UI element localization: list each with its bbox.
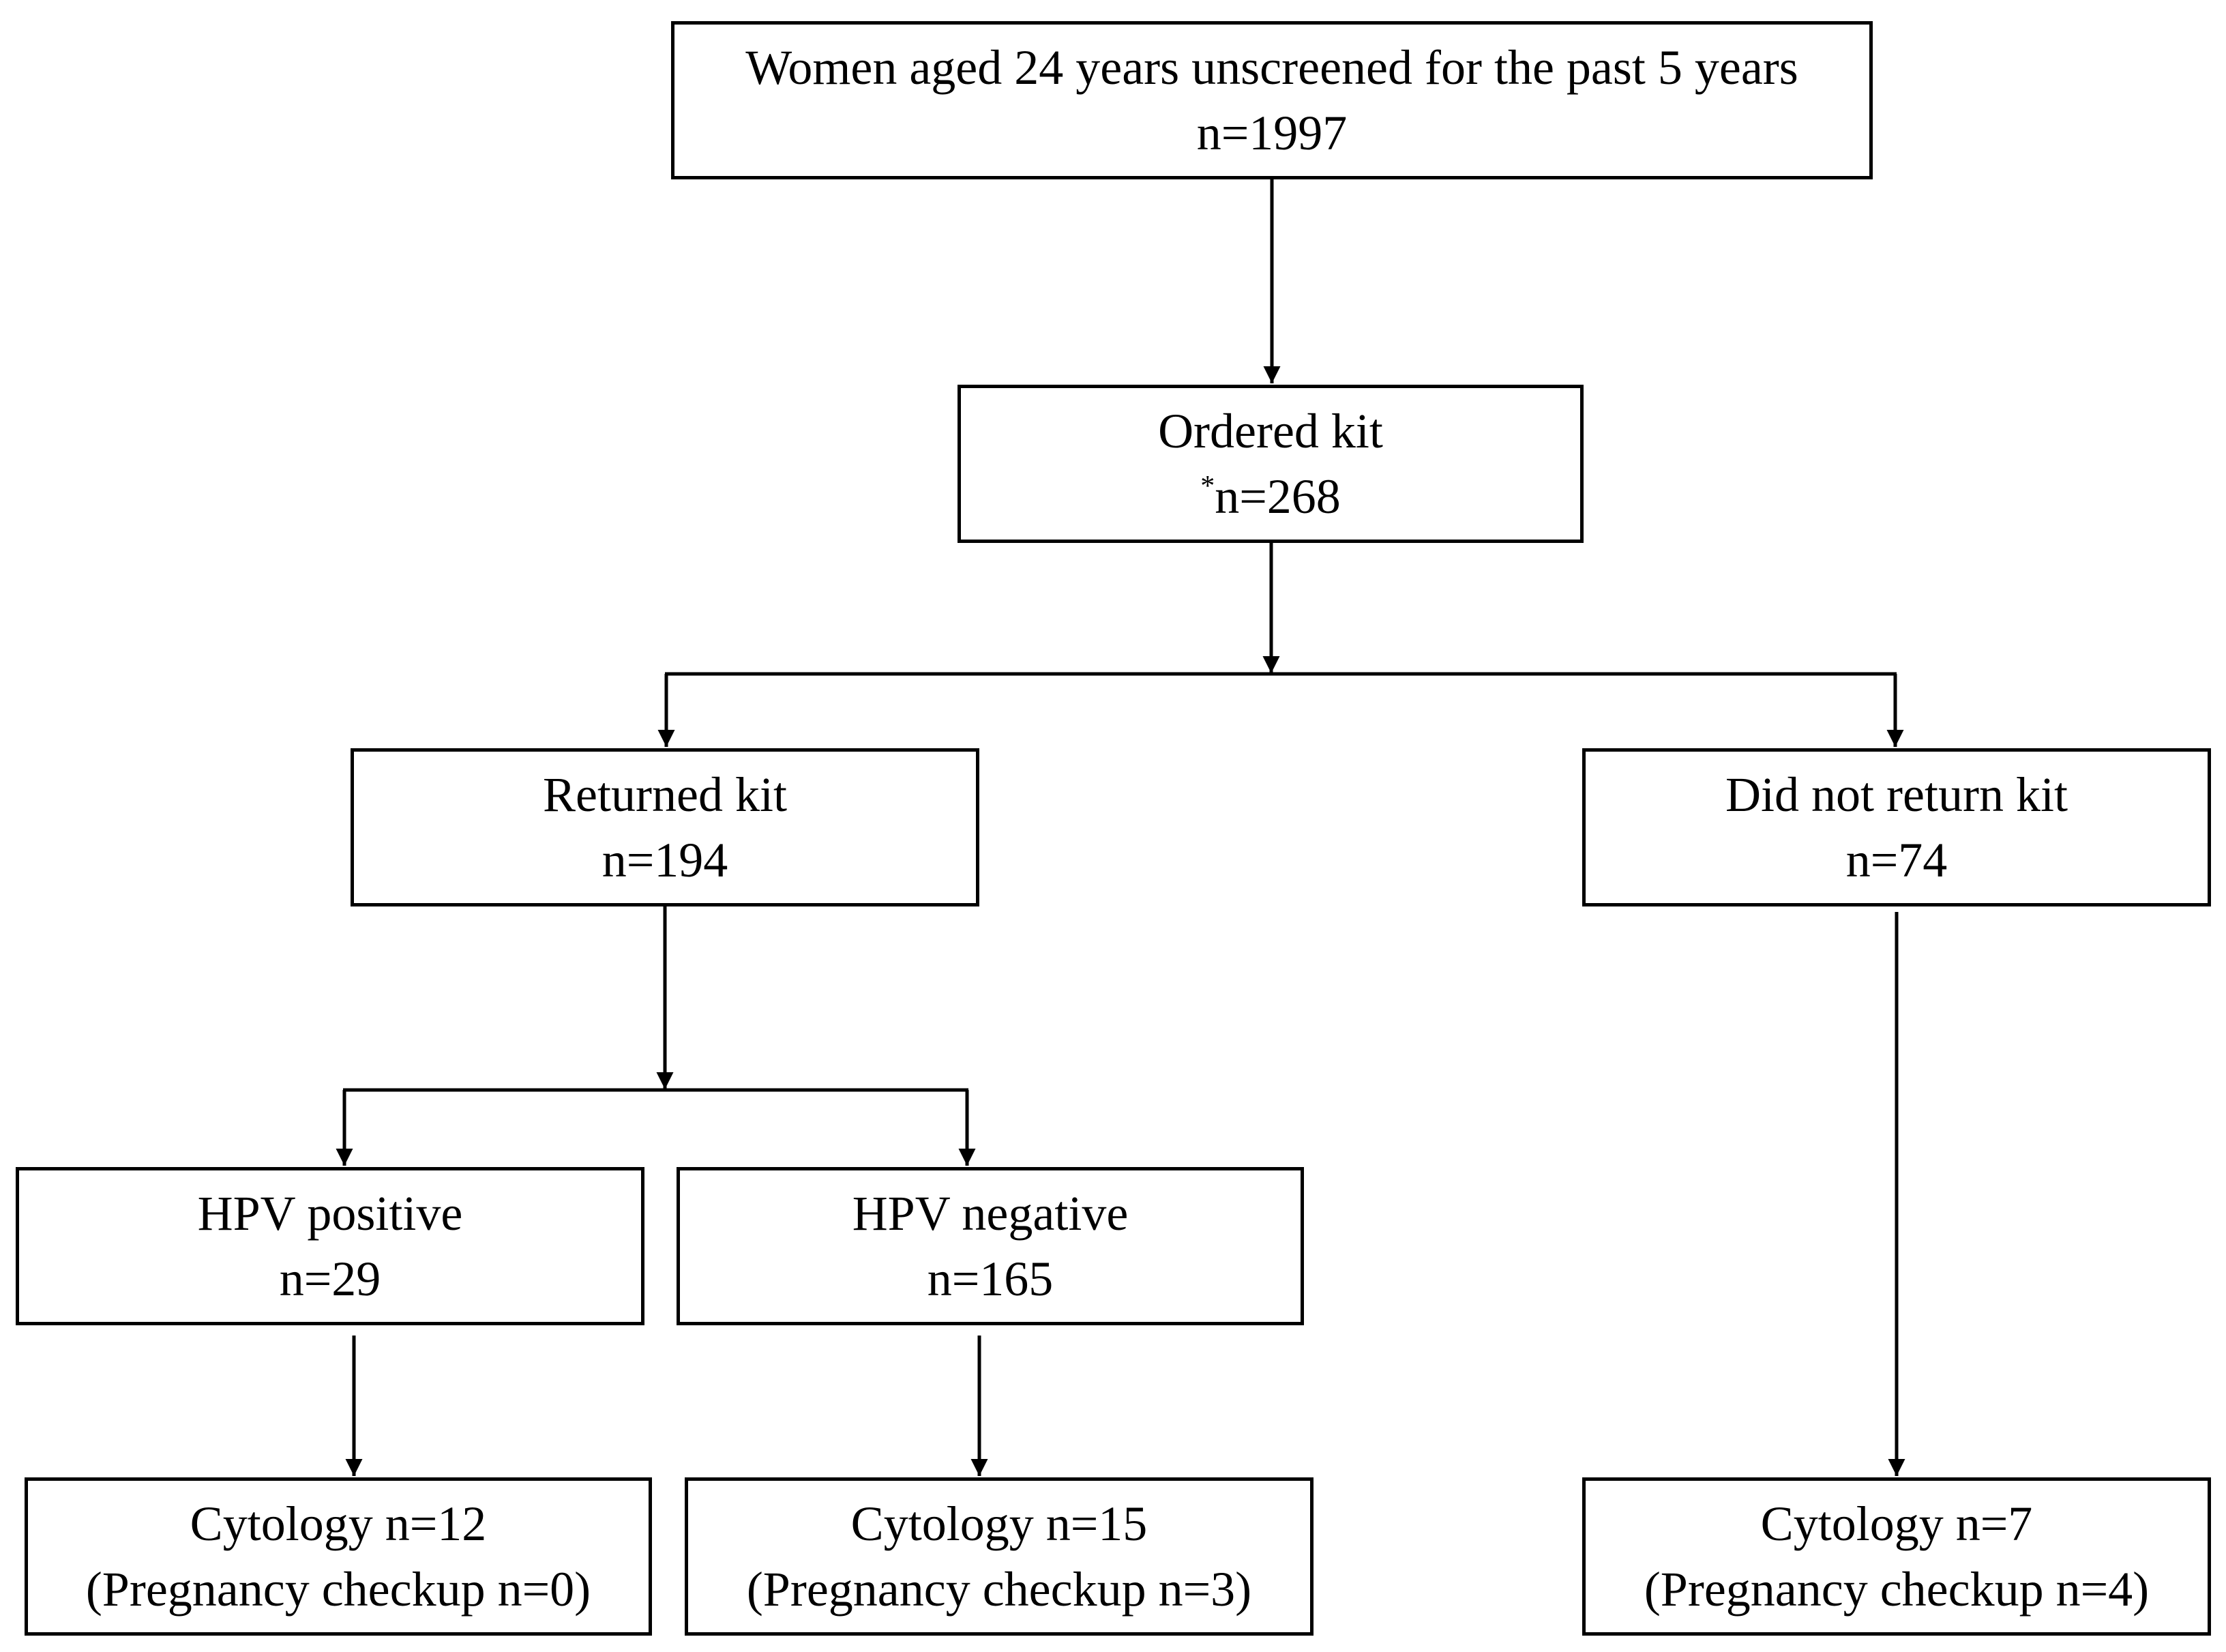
box-hpv-positive-count: n=29	[279, 1252, 381, 1306]
box-ordered-kit-label: Ordered kit	[1158, 404, 1383, 458]
box-ordered-kit: Ordered kit *n=268	[958, 385, 1584, 543]
box-hpv-negative: HPV negative n=165	[677, 1167, 1304, 1325]
footnote-marker: *	[1200, 471, 1215, 502]
box-did-not-return-kit: Did not return kit n=74	[1582, 748, 2211, 906]
box-hpv-positive: HPV positive n=29	[16, 1167, 644, 1325]
box-returned-kit-label: Returned kit	[543, 767, 787, 822]
box-returned-kit-count: n=194	[602, 833, 728, 887]
box-did-not-return-kit-count: n=74	[1845, 833, 1948, 887]
box-cytology-not-returned-label: Cytology n=7	[1760, 1496, 2033, 1551]
box-returned-kit: Returned kit n=194	[351, 748, 979, 906]
box-cytology-hpv-negative: Cytology n=15 (Pregnancy checkup n=3)	[685, 1477, 1314, 1636]
box-cytology-hpv-positive-note: (Pregnancy checkup n=0)	[85, 1562, 591, 1617]
box-cytology-not-returned-note: (Pregnancy checkup n=4)	[1644, 1562, 2150, 1617]
box-ordered-kit-count-line: *n=268	[1200, 464, 1341, 529]
box-hpv-positive-label: HPV positive	[197, 1186, 463, 1241]
box-women-unscreened: Women aged 24 years unscreened for the p…	[671, 21, 1873, 179]
box-women-unscreened-count: n=1997	[1196, 106, 1348, 160]
box-cytology-hpv-negative-label: Cytology n=15	[850, 1496, 1148, 1551]
box-hpv-negative-label: HPV negative	[852, 1186, 1129, 1241]
box-did-not-return-kit-label: Did not return kit	[1725, 767, 2068, 822]
box-hpv-negative-count: n=165	[927, 1252, 1054, 1306]
box-ordered-kit-count: n=268	[1215, 469, 1341, 524]
box-cytology-hpv-negative-note: (Pregnancy checkup n=3)	[746, 1562, 1252, 1617]
box-women-unscreened-label: Women aged 24 years unscreened for the p…	[745, 40, 1798, 95]
box-cytology-hpv-positive-label: Cytology n=12	[190, 1496, 487, 1551]
box-cytology-not-returned: Cytology n=7 (Pregnancy checkup n=4)	[1582, 1477, 2211, 1636]
box-cytology-hpv-positive: Cytology n=12 (Pregnancy checkup n=0)	[25, 1477, 652, 1636]
